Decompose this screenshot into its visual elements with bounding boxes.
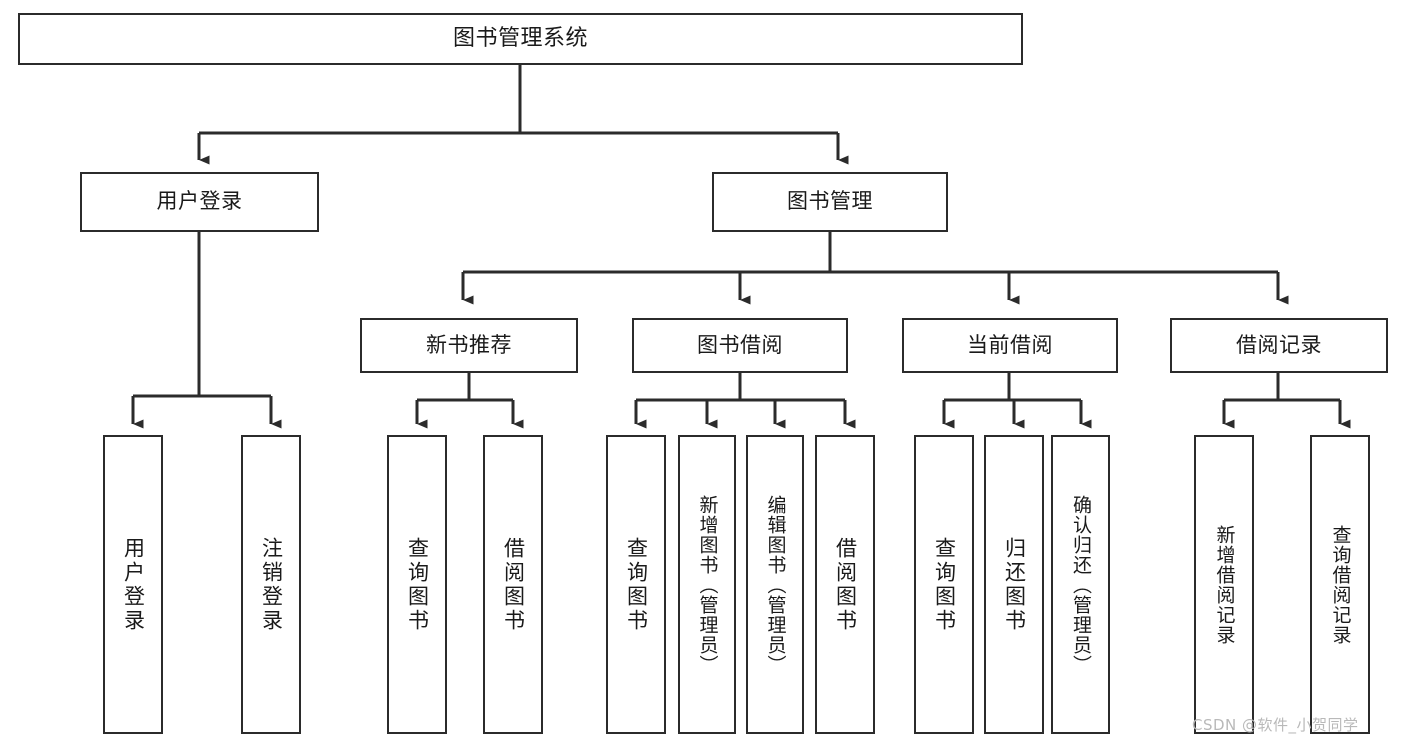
node-label: 新增借阅记录 <box>1213 524 1236 645</box>
node-label: 用户登录 <box>156 189 243 214</box>
leaf-record-add-record[interactable]: 新增借阅记录 <box>1194 435 1254 734</box>
leaf-user-login-logout[interactable]: 注销登录 <box>241 435 301 734</box>
leaf-new-book-borrow-book[interactable]: 借阅图书 <box>483 435 543 734</box>
leaf-current-confirm-return-admin[interactable]: 确认归还（管理员） <box>1051 435 1110 734</box>
node-label: 借阅图书 <box>501 536 526 633</box>
node-label: 图书借阅 <box>697 332 783 357</box>
node-label: 查询图书 <box>405 536 430 633</box>
node-label: 注销登录 <box>259 536 284 633</box>
leaf-current-query-book[interactable]: 查询图书 <box>914 435 974 734</box>
leaf-borrow-query-book[interactable]: 查询图书 <box>606 435 666 734</box>
leaf-new-book-query-book[interactable]: 查询图书 <box>387 435 447 734</box>
leaf-borrow-add-book-admin[interactable]: 新增图书（管理员） <box>678 435 736 734</box>
node-label: 确认归还（管理员） <box>1070 494 1092 675</box>
node-book-management[interactable]: 图书管理 <box>712 172 948 232</box>
node-new-book-recommendation[interactable]: 新书推荐 <box>360 318 578 373</box>
node-current-borrowing[interactable]: 当前借阅 <box>902 318 1118 373</box>
node-label: 图书管理 <box>787 189 873 214</box>
leaf-borrow-edit-book-admin[interactable]: 编辑图书（管理员） <box>746 435 804 734</box>
node-label: 借阅图书 <box>833 536 858 633</box>
csdn-watermark: CSDN @软件_小贺同学 <box>1192 716 1359 734</box>
node-label: 图书管理系统 <box>452 25 588 51</box>
leaf-borrow-borrow-book[interactable]: 借阅图书 <box>815 435 875 734</box>
leaf-current-return-book[interactable]: 归还图书 <box>984 435 1044 734</box>
node-label: 新增图书（管理员） <box>696 494 719 675</box>
node-label: 借阅记录 <box>1236 332 1322 357</box>
node-label: 查询图书 <box>932 536 957 633</box>
leaf-user-login-login[interactable]: 用户登录 <box>103 435 163 734</box>
node-label: 新书推荐 <box>426 332 512 357</box>
node-label: 归还图书 <box>1002 536 1027 633</box>
node-label: 编辑图书（管理员） <box>764 494 787 675</box>
node-root-book-management-system[interactable]: 图书管理系统 <box>18 13 1023 65</box>
node-borrowing-record[interactable]: 借阅记录 <box>1170 318 1388 373</box>
node-user-login[interactable]: 用户登录 <box>80 172 319 232</box>
leaf-record-query-record[interactable]: 查询借阅记录 <box>1310 435 1370 734</box>
node-book-borrowing[interactable]: 图书借阅 <box>632 318 848 373</box>
node-label: 查询图书 <box>624 536 649 633</box>
node-label: 用户登录 <box>121 536 146 633</box>
node-label: 查询借阅记录 <box>1329 524 1352 645</box>
node-label: 当前借阅 <box>967 332 1053 357</box>
